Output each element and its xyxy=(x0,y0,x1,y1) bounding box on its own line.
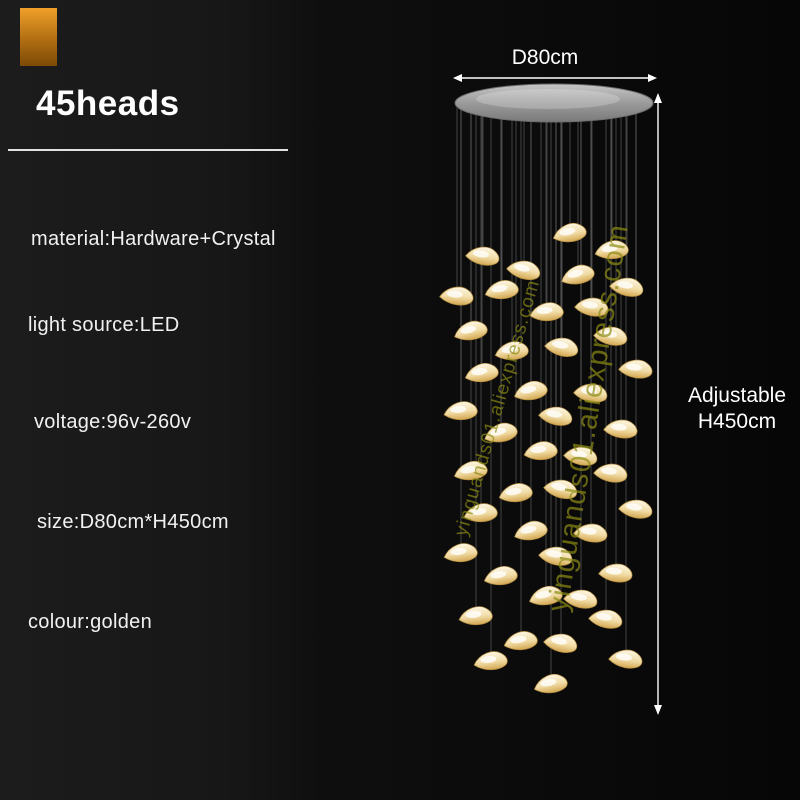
diameter-label: D80cm xyxy=(512,46,579,69)
lamp-head xyxy=(483,566,518,586)
product-title: 45heads xyxy=(36,84,180,123)
lamp-head xyxy=(473,651,508,671)
lamp-head xyxy=(538,546,573,566)
lamp-head xyxy=(588,609,623,629)
lamp-head xyxy=(609,277,644,297)
lamp-head xyxy=(529,302,564,322)
lamp-head xyxy=(538,406,573,426)
spec-colour: colour:golden xyxy=(28,611,152,633)
lamp-head xyxy=(506,260,541,281)
spec-light-source: light source:LED xyxy=(28,314,180,336)
lamp-head xyxy=(465,246,500,266)
lamp-head xyxy=(453,461,488,481)
lamp-head xyxy=(573,383,608,403)
lamp-head xyxy=(464,363,499,383)
lamp-head xyxy=(573,523,608,543)
lamp-head xyxy=(608,649,643,669)
lamp-head xyxy=(543,479,578,500)
lamp-head xyxy=(563,589,598,609)
lamp-head xyxy=(593,326,628,346)
lamp-head xyxy=(574,297,609,317)
lamp-head xyxy=(529,586,563,606)
lamp-head xyxy=(552,223,587,243)
lamp-head xyxy=(618,499,653,519)
lamp-head xyxy=(514,520,548,541)
height-label-line2: H450cm xyxy=(698,410,776,433)
lamp-head xyxy=(443,543,478,563)
ceiling-canopy xyxy=(454,83,654,123)
lamp-head xyxy=(514,381,548,401)
lamp-head xyxy=(494,341,529,361)
lamp-head xyxy=(593,463,628,483)
lamp-head xyxy=(454,320,488,341)
lamp-head xyxy=(594,240,629,260)
lamp-head xyxy=(523,441,558,461)
lamp-head xyxy=(533,674,568,694)
lamp-head xyxy=(544,337,579,357)
height-measure: Adjustable H450cm xyxy=(654,93,786,715)
spec-panel xyxy=(0,0,320,800)
diameter-measure: D80cm xyxy=(453,46,657,82)
lamp-heads xyxy=(439,223,653,694)
lamp-head xyxy=(463,503,498,523)
lamp-head xyxy=(561,264,595,285)
lamp-head xyxy=(484,280,519,300)
lamp-head xyxy=(498,483,533,503)
lamp-head xyxy=(618,359,653,379)
lamp-head xyxy=(458,606,493,626)
lamp-head xyxy=(603,419,638,439)
title-divider xyxy=(8,149,288,151)
lamp-head xyxy=(563,446,598,466)
spec-voltage: voltage:96v-260v xyxy=(34,411,192,433)
lamp-head xyxy=(543,633,578,653)
lamp-head xyxy=(439,286,474,306)
height-label-line1: Adjustable xyxy=(688,384,786,407)
lamp-head xyxy=(503,631,538,651)
lamp-head xyxy=(598,563,633,583)
spec-size: size:D80cm*H450cm xyxy=(37,511,229,533)
lamp-head xyxy=(443,401,478,421)
lamp-head xyxy=(484,422,518,443)
orange-accent-block xyxy=(20,8,57,66)
spec-material: material:Hardware+Crystal xyxy=(31,228,276,250)
